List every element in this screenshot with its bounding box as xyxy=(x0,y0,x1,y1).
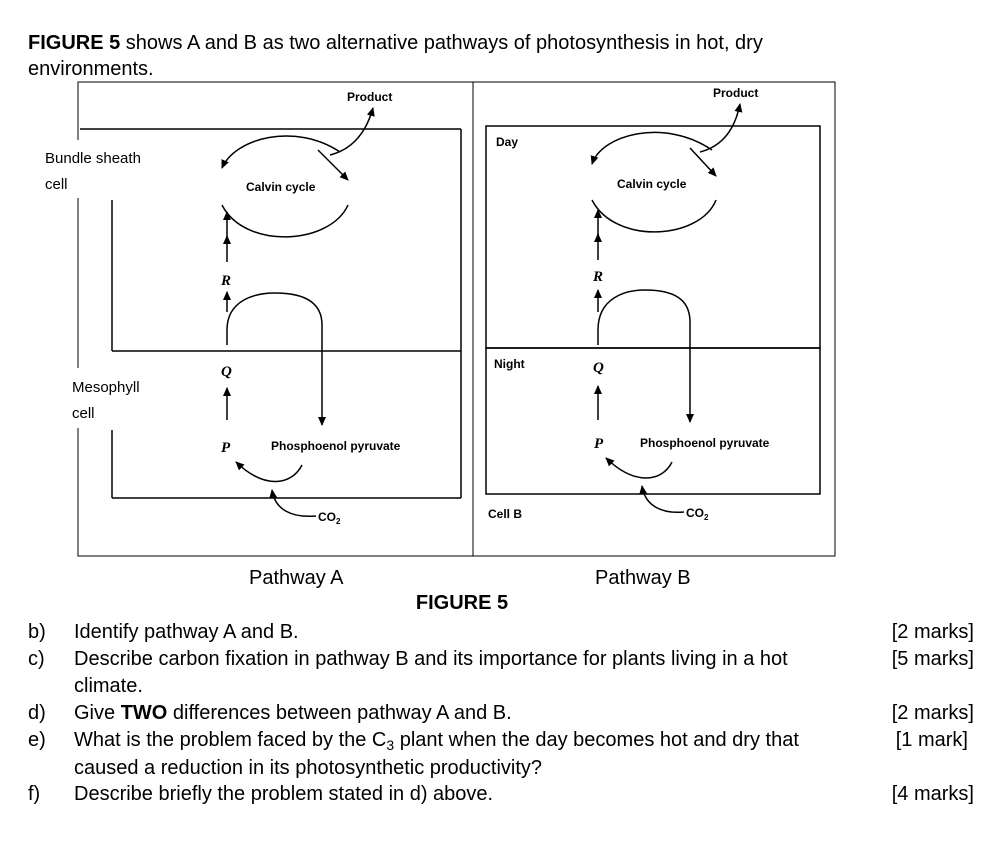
figure-frame xyxy=(77,81,836,557)
q-label-a: Q xyxy=(221,364,232,380)
question-text: Identify pathway A and B. xyxy=(74,621,299,643)
pathway-a-title: Pathway A xyxy=(249,567,344,589)
question-label: b) xyxy=(28,621,46,643)
product-label-b: Product xyxy=(713,86,758,100)
r-label-b: R xyxy=(592,269,603,285)
figure-5-diagram: Bundle sheath cell Mesophyll cell Produc… xyxy=(40,81,836,589)
figure-reference: FIGURE 5 xyxy=(28,32,121,54)
question-marks: [5 marks] xyxy=(891,648,974,670)
figure-caption: FIGURE 5 xyxy=(415,592,509,614)
p-label-a: P xyxy=(221,440,231,456)
question-text: Describe carbon fixation in pathway B an… xyxy=(74,648,788,697)
pathway-b-diagram: Day Night Cell B Product Calvin cycle R … xyxy=(485,86,821,522)
question-label: e) xyxy=(28,729,46,751)
pathway-a-diagram: Bundle sheath cell Mesophyll cell Produc… xyxy=(40,90,462,526)
q-label-b: Q xyxy=(593,360,604,376)
p-label-b: P xyxy=(594,436,604,452)
question-label: d) xyxy=(28,702,46,724)
pep-label-b: Phosphoenol pyruvate xyxy=(640,436,770,450)
question-marks: [1 mark] xyxy=(895,729,968,751)
question-marks: [2 marks] xyxy=(891,702,974,724)
question-text: Describe briefly the problem stated in d… xyxy=(74,783,494,805)
pep-label-a: Phosphoenol pyruvate xyxy=(271,439,401,453)
co2-label-b: CO2 xyxy=(686,506,709,522)
day-label: Day xyxy=(496,135,518,149)
question-marks: [4 marks] xyxy=(891,783,974,805)
co2-label-a: CO2 xyxy=(318,510,341,526)
pathway-b-title: Pathway B xyxy=(595,567,691,589)
mesophyll-label: Mesophyll xyxy=(72,379,140,396)
product-label-a: Product xyxy=(347,90,392,104)
question-marks: [2 marks] xyxy=(891,621,974,643)
bundle-sheath-label-line2: cell xyxy=(45,176,68,193)
calvin-cycle-label-b: Calvin cycle xyxy=(617,177,687,191)
intro-body: shows A and B as two alternative pathway… xyxy=(28,32,763,80)
question-text: Give TWO differences between pathway A a… xyxy=(74,702,512,724)
r-label-a: R xyxy=(220,273,231,289)
night-label: Night xyxy=(494,357,525,371)
intro-text: FIGURE 5 shows A and B as two alternativ… xyxy=(28,30,888,82)
bundle-sheath-label: Bundle sheath xyxy=(45,150,141,167)
question-label: f) xyxy=(28,783,41,805)
cell-b-label: Cell B xyxy=(488,507,522,521)
calvin-cycle-label-a: Calvin cycle xyxy=(246,180,316,194)
mesophyll-label-line2: cell xyxy=(72,405,95,422)
question-text: What is the problem faced by the C3 plan… xyxy=(74,729,799,779)
question-label: c) xyxy=(28,648,45,670)
